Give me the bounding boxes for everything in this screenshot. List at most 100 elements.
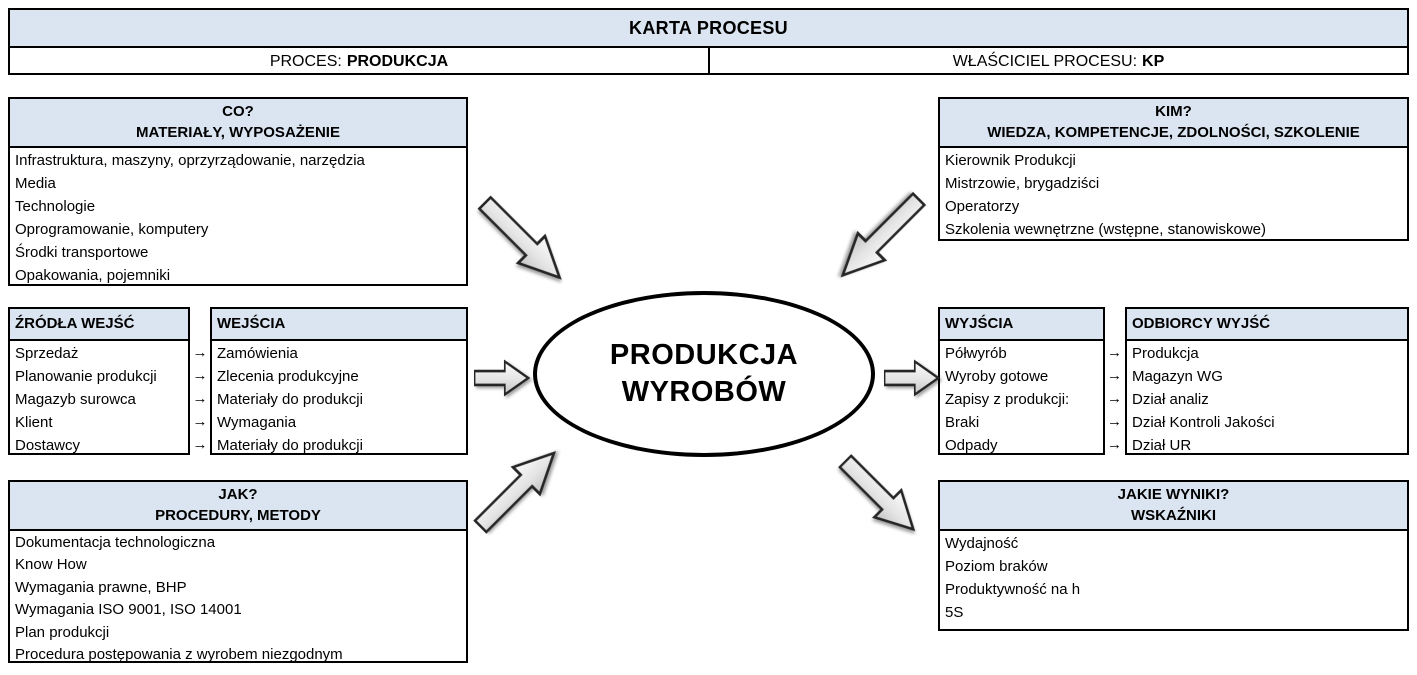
list-item: Wymagania	[217, 414, 297, 431]
box-indicators-body: Wydajność Poziom braków Produktywność na…	[940, 531, 1407, 624]
right-arrow-icon: →	[1107, 344, 1122, 361]
right-arrow-icon: →	[192, 413, 208, 430]
box-methods-body: Dokumentacja technologiczna Know How Wym…	[10, 531, 466, 666]
box-indicators-header: JAKIE WYNIKI? WSKAŹNIKI	[940, 482, 1407, 531]
box-competences-title-2: WIEDZA, KOMPETENCJE, ZDOLNOŚCI, SZKOLENI…	[987, 124, 1360, 141]
box-materials: CO? MATERIAŁY, WYPOSAŻENIE Infrastruktur…	[8, 97, 468, 286]
arrow-process-to-indicators-icon	[828, 444, 931, 547]
process-label: PROCES:	[269, 52, 342, 70]
list-item: Media	[15, 175, 56, 192]
page-title: KARTA PROCESU	[10, 10, 1407, 48]
box-inputs-body: Zamówienia Zlecenia produkcyjne Materiał…	[212, 341, 466, 457]
list-item: Dział Kontroli Jakości	[1132, 414, 1275, 431]
list-item: Technologie	[15, 198, 96, 215]
arrow-inputs-to-process-icon	[474, 358, 530, 398]
list-item: Środki transportowe	[15, 244, 149, 261]
box-methods-title-2: PROCEDURY, METODY	[155, 507, 321, 524]
arrow-competences-to-process-icon	[824, 182, 936, 294]
right-arrow-icon: →	[1107, 367, 1122, 384]
list-item: Magazyn WG	[1132, 368, 1223, 385]
box-indicators-title-1: JAKIE WYNIKI?	[1117, 486, 1230, 503]
box-competences-header: KIM? WIEDZA, KOMPETENCJE, ZDOLNOŚCI, SZK…	[940, 99, 1407, 148]
box-receivers-header: ODBIORCY WYJŚĆ	[1127, 309, 1407, 341]
list-item: Oprogramowanie, komputery	[15, 221, 209, 238]
list-item: Zapisy z produkcji:	[945, 391, 1070, 408]
box-sources-header: ŹRÓDŁA WEJŚĆ	[10, 309, 188, 341]
owner-cell: WŁAŚCICIEL PROCESU: KP	[710, 48, 1407, 75]
box-outputs-body: Półwyrób Wyroby gotowe Zapisy z produkcj…	[940, 341, 1103, 457]
process-ellipse-line2: WYROBÓW	[621, 376, 787, 408]
list-item: Dokumentacja technologiczna	[15, 534, 216, 551]
process-value: PRODUKCJA	[346, 52, 449, 70]
box-methods-header: JAK? PROCEDURY, METODY	[10, 482, 466, 531]
right-arrow-icon: →	[192, 367, 208, 384]
list-item: Szkolenia wewnętrzne (wstępne, stanowisk…	[945, 221, 1266, 238]
list-item: Półwyrób	[945, 345, 1007, 362]
list-item: Opakowania, pojemniki	[15, 267, 171, 284]
box-materials-header: CO? MATERIAŁY, WYPOSAŻENIE	[10, 99, 466, 148]
box-outputs: WYJŚCIA Półwyrób Wyroby gotowe Zapisy z …	[938, 307, 1105, 455]
box-methods: JAK? PROCEDURY, METODY Dokumentacja tech…	[8, 480, 468, 663]
right-arrow-icon: →	[192, 344, 208, 361]
box-receivers-body: Produkcja Magazyn WG Dział analiz Dział …	[1127, 341, 1407, 457]
box-indicators-title-2: WSKAŹNIKI	[1131, 507, 1216, 524]
box-indicators: JAKIE WYNIKI? WSKAŹNIKI Wydajność Poziom…	[938, 480, 1409, 631]
list-item: Plan produkcji	[15, 623, 110, 641]
box-sources-body: Sprzedaż Planowanie produkcji Magazyb su…	[10, 341, 188, 457]
list-item: Dział UR	[1132, 437, 1192, 454]
list-item: Sprzedaż	[15, 345, 79, 362]
list-item: Wymagania ISO 9001, ISO 14001	[15, 601, 242, 619]
owner-label: WŁAŚCICIEL PROCESU:	[952, 52, 1138, 70]
list-item: 5S	[945, 604, 964, 621]
process-ellipse: PRODUKCJA WYROBÓW	[533, 291, 875, 457]
right-arrow-icon: →	[192, 436, 208, 453]
list-item: Klient	[15, 414, 53, 431]
list-item: Kierownik Produkcji	[945, 152, 1076, 169]
list-item: Operatorzy	[945, 198, 1020, 215]
list-item: Odpady	[945, 437, 998, 454]
outputs-to-receivers-arrows: → → → → →	[1104, 341, 1125, 456]
right-arrow-icon: →	[192, 390, 208, 407]
process-cell: PROCES: PRODUKCJA	[10, 48, 710, 75]
box-competences: KIM? WIEDZA, KOMPETENCJE, ZDOLNOŚCI, SZK…	[938, 97, 1409, 241]
arrow-process-to-outputs-icon	[884, 358, 940, 398]
box-receivers: ODBIORCY WYJŚĆ Produkcja Magazyn WG Dzia…	[1125, 307, 1409, 455]
list-item: Infrastruktura, maszyny, oprzyrządowanie…	[15, 152, 365, 169]
list-item: Materiały do produkcji	[217, 391, 363, 408]
box-inputs: WEJŚCIA Zamówienia Zlecenia produkcyjne …	[210, 307, 468, 455]
right-arrow-icon: →	[1107, 436, 1122, 453]
box-materials-title-1: CO?	[222, 103, 254, 120]
box-inputs-header: WEJŚCIA	[212, 309, 466, 341]
list-item: Materiały do produkcji	[217, 437, 363, 454]
box-sources: ŹRÓDŁA WEJŚĆ Sprzedaż Planowanie produkc…	[8, 307, 190, 455]
right-arrow-icon: →	[1107, 413, 1122, 430]
list-item: Mistrzowie, brygadziści	[945, 175, 1100, 192]
subtitle-row: PROCES: PRODUKCJA WŁAŚCICIEL PROCESU: KP	[10, 48, 1407, 75]
list-item: Dział analiz	[1132, 391, 1209, 408]
list-item: Braki	[945, 414, 980, 431]
box-outputs-header: WYJŚCIA	[940, 309, 1103, 341]
box-competences-title-1: KIM?	[1155, 103, 1192, 120]
list-item: Produkcja	[1132, 345, 1199, 362]
owner-value: KP	[1142, 52, 1165, 70]
list-item: Procedura postępowania z wyrobem niezgod…	[15, 646, 343, 664]
box-materials-title-2: MATERIAŁY, WYPOSAŻENIE	[136, 124, 340, 141]
process-ellipse-line1: PRODUKCJA	[609, 339, 799, 371]
list-item: Zamówienia	[217, 345, 298, 362]
list-item: Poziom braków	[945, 558, 1048, 575]
right-arrow-icon: →	[1107, 390, 1122, 407]
title-block: KARTA PROCESU PROCES: PRODUKCJA WŁAŚCICI…	[8, 8, 1409, 75]
list-item: Planowanie produkcji	[15, 368, 157, 385]
box-methods-title-1: JAK?	[218, 486, 258, 503]
list-item: Dostawcy	[15, 437, 81, 454]
arrow-methods-to-process-icon	[464, 435, 573, 544]
sources-to-inputs-arrows: → → → → →	[190, 341, 210, 456]
arrow-materials-to-process-icon	[468, 186, 578, 296]
list-item: Wyroby gotowe	[945, 368, 1049, 385]
list-item: Wydajność	[945, 535, 1019, 552]
list-item: Zlecenia produkcyjne	[217, 368, 359, 385]
list-item: Magazyb surowca	[15, 391, 136, 408]
list-item: Wymagania prawne, BHP	[15, 578, 187, 596]
box-competences-body: Kierownik Produkcji Mistrzowie, brygadzi…	[940, 148, 1407, 241]
